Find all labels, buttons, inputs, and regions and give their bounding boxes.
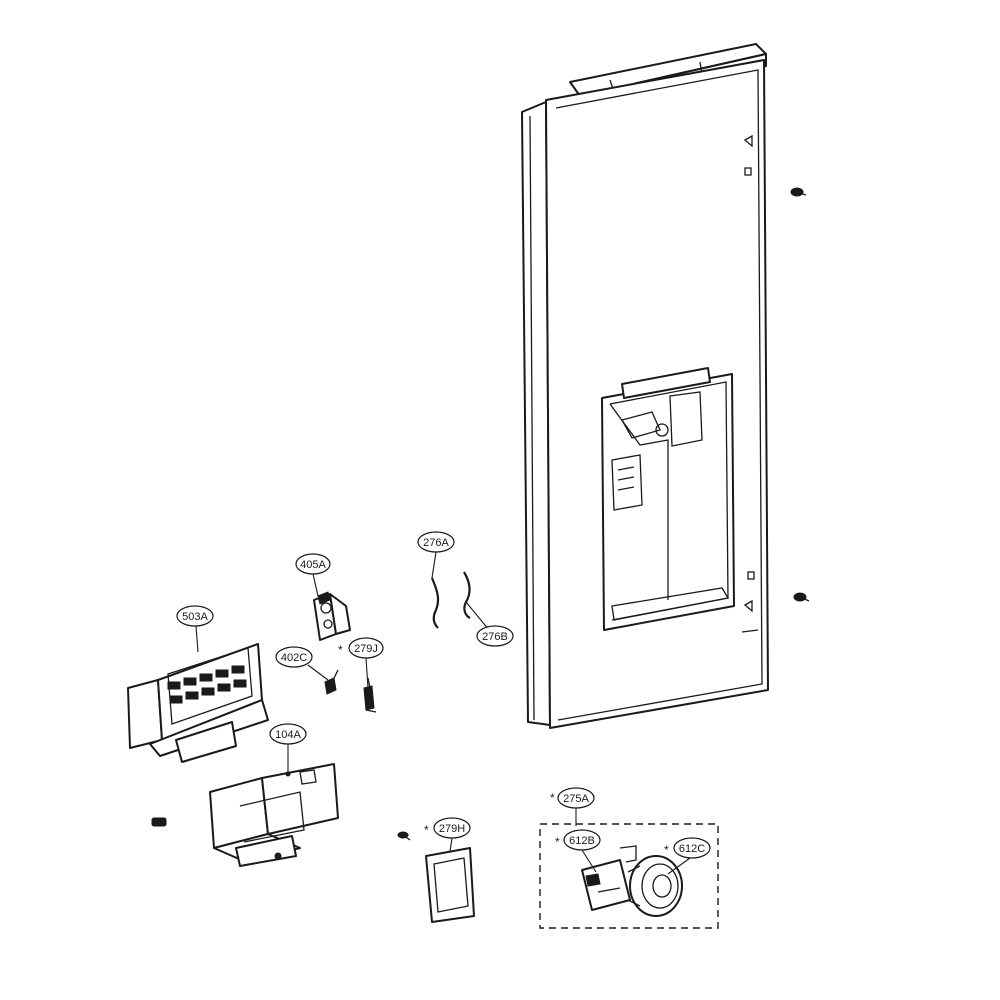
asterisk-279H: * <box>424 823 429 837</box>
svg-text:405A: 405A <box>300 559 326 571</box>
callout-275A: 275A <box>557 787 595 809</box>
spring-276B <box>463 571 471 619</box>
callout-612B: 612B <box>563 829 601 851</box>
callout-612C: 612C <box>673 837 711 859</box>
display-buttons <box>167 665 247 704</box>
display-panel-assembly <box>127 643 269 763</box>
callout-279J: 279J <box>348 637 384 659</box>
refrigerator-door <box>521 43 769 729</box>
callout-276B: 276B <box>476 625 514 647</box>
svg-text:503A: 503A <box>182 611 208 623</box>
svg-text:402C: 402C <box>281 652 307 664</box>
clip-402C <box>324 669 339 695</box>
callout-104A: 104A <box>269 723 307 745</box>
svg-text:612C: 612C <box>679 843 705 855</box>
screw-lower-right <box>793 592 810 602</box>
screw-upper-right <box>790 187 807 197</box>
svg-text:279J: 279J <box>354 643 378 655</box>
callout-276A: 276A <box>417 531 455 553</box>
asterisk-612B: * <box>555 835 560 849</box>
svg-text:275A: 275A <box>563 793 589 805</box>
callout-402C: 402C <box>275 646 313 668</box>
actuator-405A <box>313 591 351 641</box>
asterisk-279J: * <box>338 643 343 657</box>
svg-text:612B: 612B <box>569 835 595 847</box>
cover-279H <box>425 847 475 923</box>
svg-text:276B: 276B <box>482 631 508 643</box>
callout-405A: 405A <box>295 553 331 575</box>
callout-503A: 503A <box>176 605 214 627</box>
svg-text:104A: 104A <box>275 729 301 741</box>
asterisk-275A: * <box>550 791 555 805</box>
asterisk-612C: * <box>664 843 669 857</box>
spring-276A <box>430 577 440 629</box>
small-screw-279H <box>397 831 411 841</box>
svg-text:279H: 279H <box>439 823 465 835</box>
svg-text:276A: 276A <box>423 537 449 549</box>
dispenser-recess <box>601 367 735 631</box>
motor-drum-612C <box>627 855 683 917</box>
motor-assembly-275A <box>539 823 719 929</box>
callout-279H: 279H <box>433 817 471 839</box>
switch-279J <box>363 677 377 713</box>
small-screw-left <box>151 817 167 827</box>
dispenser-housing-104A <box>209 763 339 867</box>
